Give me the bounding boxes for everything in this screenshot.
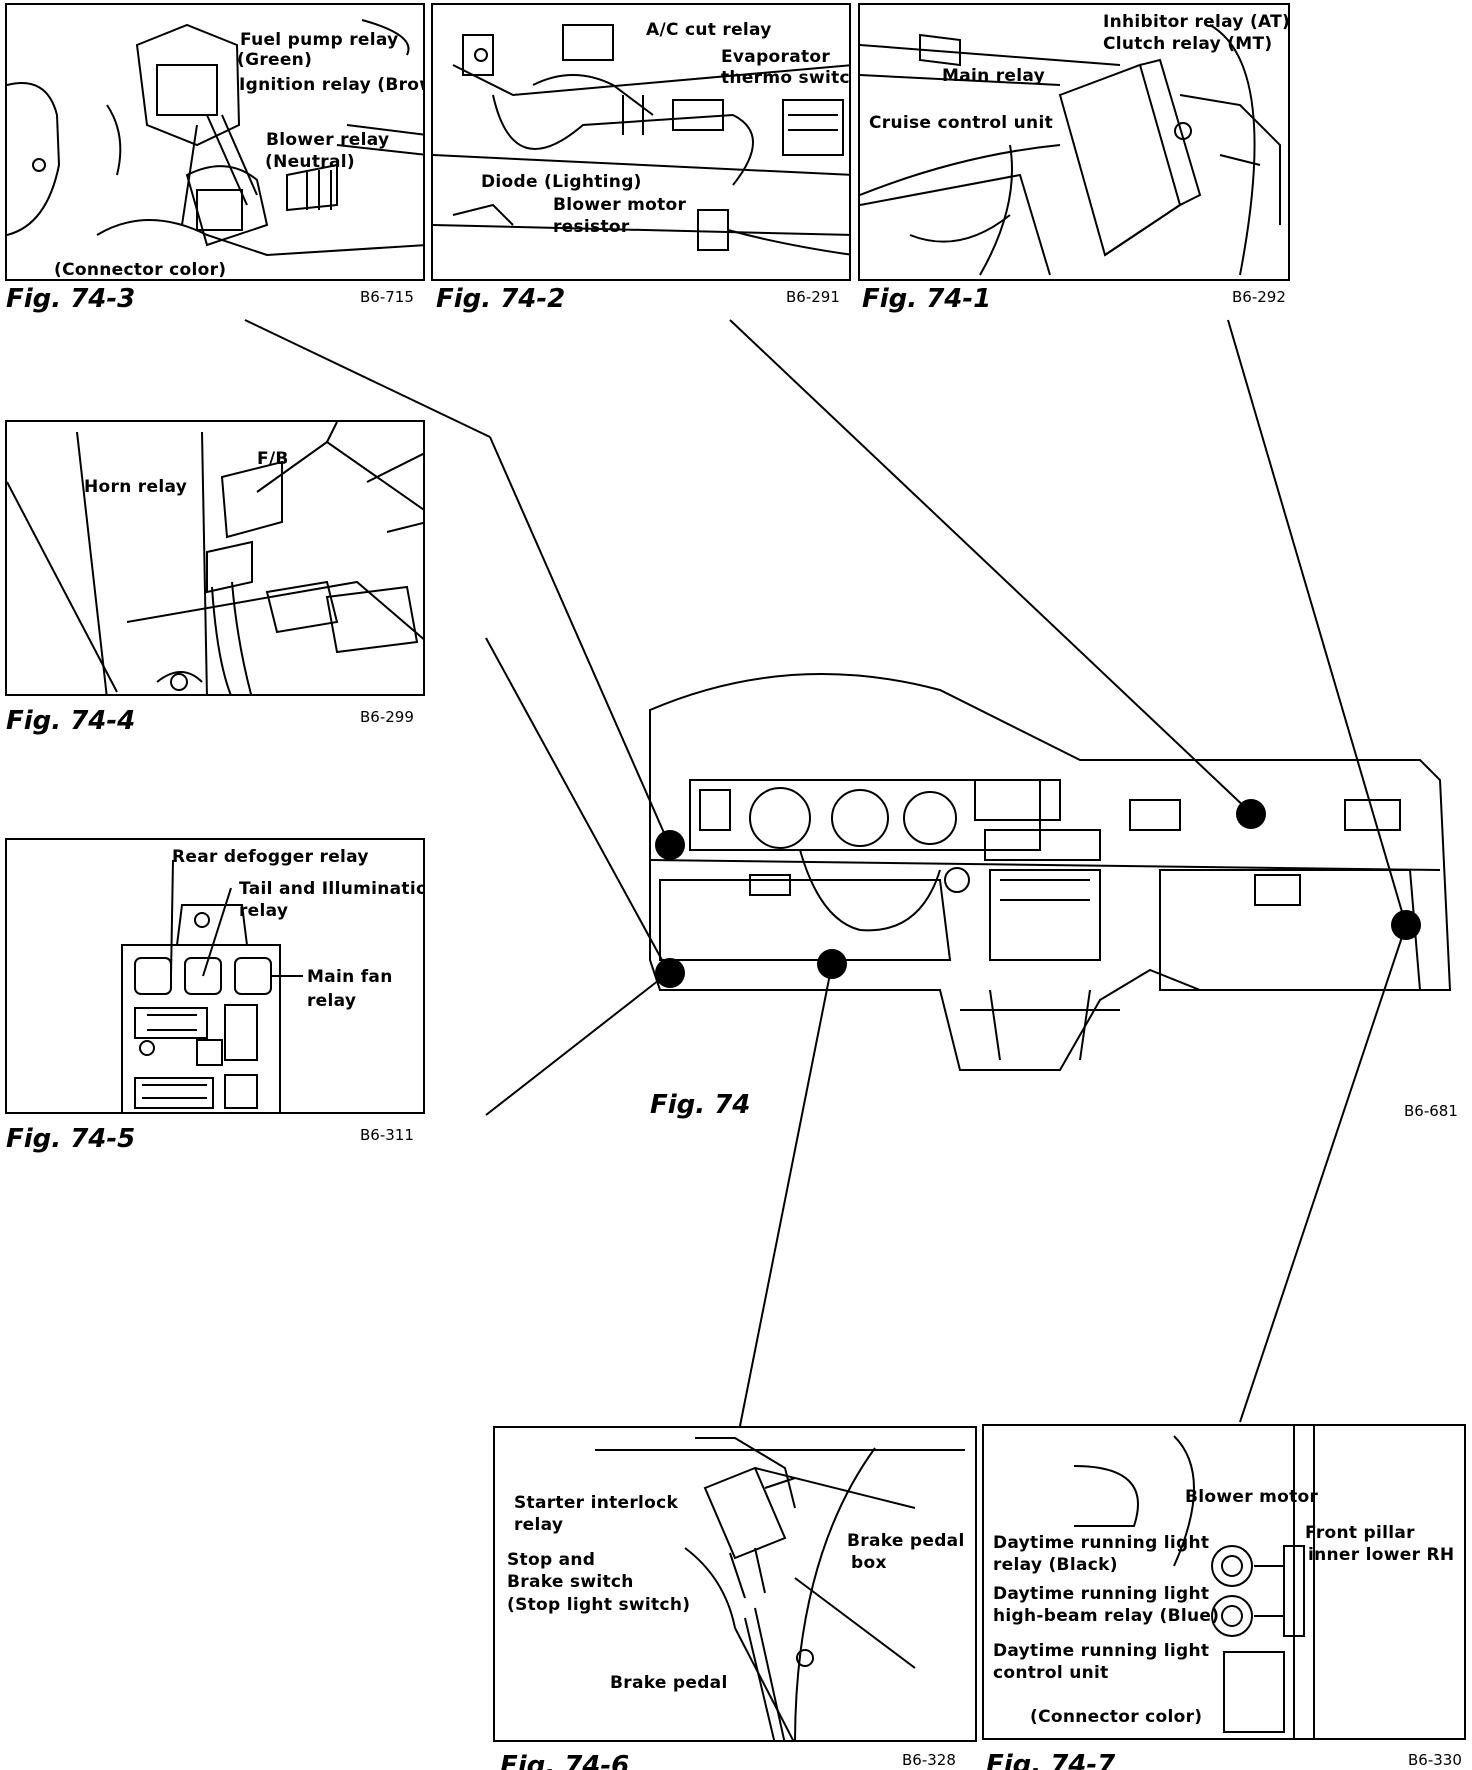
label-drl-highbeam: Daytime running light	[993, 1584, 1210, 1604]
panel-fig-74-2: A/C cut relay Evaporator thermo switch D…	[431, 3, 851, 281]
fig-74-7-code: B6-330	[1408, 1751, 1462, 1769]
label-drl-control-unit: control unit	[993, 1663, 1109, 1683]
label-starter-interlock: Starter interlock	[514, 1493, 679, 1513]
label-inner-lower-rh: inner lower RH	[1308, 1545, 1455, 1565]
fig-74-4-illustration	[7, 422, 423, 694]
panel-fig-74-6: Starter interlock relay Stop and Brake s…	[493, 1426, 977, 1742]
label-brake-switch: Brake switch	[507, 1572, 634, 1592]
fig-74-3-code: B6-715	[360, 288, 414, 306]
fig-74-5-illustration	[121, 859, 303, 1112]
fig-74-6-illustration	[595, 1437, 965, 1740]
label-diode-lighting: Diode (Lighting)	[481, 172, 642, 192]
label-ignition-relay: Ignition relay (Brown)	[239, 75, 423, 95]
label-blower-motor: Blower motor	[553, 195, 687, 215]
label-drl-highbeam-blue: high-beam relay (Blue)	[993, 1606, 1220, 1626]
fig-74-6-code: B6-328	[902, 1751, 956, 1769]
label-green: (Green)	[237, 50, 313, 70]
label-cruise-control: Cruise control unit	[869, 113, 1054, 133]
fig-74-1-illustration	[860, 24, 1281, 276]
label-clutch-relay: Clutch relay (MT)	[1103, 34, 1273, 54]
fig-74-code: B6-681	[1404, 1102, 1458, 1120]
fig-74-1-title: Fig. 74-1	[862, 284, 992, 314]
marker-fig-74-4	[655, 958, 685, 988]
label-stop-and: Stop and	[507, 1550, 596, 1570]
label-drl-relay: Daytime running light	[993, 1533, 1210, 1553]
label-fuel-pump-relay: Fuel pump relay	[240, 30, 399, 50]
label-thermo-switch: thermo switch	[721, 68, 851, 88]
fig-74-2-code: B6-291	[786, 288, 840, 306]
label-ac-cut-relay: A/C cut relay	[646, 20, 772, 40]
fig-74-6-title: Fig. 74-6	[500, 1751, 630, 1770]
label-resistor: resistor	[553, 217, 630, 237]
fig-74-title: Fig. 74	[650, 1090, 751, 1120]
label-front-pillar: Front pillar	[1305, 1523, 1415, 1543]
label-blower-relay: Blower relay	[266, 130, 390, 150]
label-evaporator: Evaporator	[721, 47, 831, 67]
label-fb: F/B	[257, 449, 289, 469]
label-rear-defogger: Rear defogger relay	[172, 847, 369, 867]
fig-74-1-code: B6-292	[1232, 288, 1286, 306]
label-drl-control: Daytime running light	[993, 1641, 1210, 1661]
label-inhibitor-relay: Inhibitor relay (AT),	[1103, 12, 1290, 32]
fig-74-4-title: Fig. 74-4	[6, 706, 136, 736]
fig-74-2-illustration	[433, 24, 849, 256]
label-brake-pedal-box: Brake pedal	[847, 1531, 965, 1551]
panel-fig-74-3: Fuel pump relay (Green) Ignition relay (…	[5, 3, 425, 281]
label-main-fan-relay: relay	[307, 991, 357, 1011]
fig-74-7-title: Fig. 74-7	[986, 1750, 1116, 1770]
leader-lines	[244, 319, 1407, 1427]
panel-fig-74-4: F/B Horn relay	[5, 420, 425, 696]
label-stop-light-switch: (Stop light switch)	[507, 1595, 691, 1615]
fig-74-4-code: B6-299	[360, 708, 414, 726]
label-starter-relay: relay	[514, 1515, 564, 1535]
label-main-fan: Main fan	[307, 967, 393, 987]
fig-74-5-code: B6-311	[360, 1126, 414, 1144]
label-connector-color: (Connector color)	[54, 260, 227, 280]
label-neutral: (Neutral)	[265, 152, 355, 172]
label-tail-relay: relay	[239, 901, 289, 921]
label-drl-relay-black: relay (Black)	[993, 1555, 1118, 1575]
label-tail-illumination: Tail and Illumination	[239, 879, 425, 899]
label-connector-color-74-7: (Connector color)	[1030, 1707, 1203, 1727]
label-horn-relay: Horn relay	[84, 477, 188, 497]
fig-74-7-illustration	[1073, 1426, 1315, 1738]
fig-74-3-illustration	[7, 19, 423, 257]
label-box: box	[851, 1553, 887, 1573]
fig-74-3-title: Fig. 74-3	[6, 284, 136, 314]
panel-fig-74-1: Inhibitor relay (AT), Clutch relay (MT) …	[858, 3, 1290, 281]
fig-74-5-title: Fig. 74-5	[6, 1124, 136, 1154]
marker-fig-74-3	[655, 830, 685, 860]
label-brake-pedal: Brake pedal	[610, 1673, 728, 1693]
panel-fig-74-7: Blower motor Front pillar inner lower RH…	[982, 1424, 1466, 1740]
label-main-relay: Main relay	[942, 66, 1046, 86]
panel-fig-74-5: Rear defogger relay Tail and Illuminatio…	[5, 838, 425, 1114]
label-blower-motor-74-7: Blower motor	[1185, 1487, 1319, 1507]
fig-74-2-title: Fig. 74-2	[436, 284, 566, 314]
